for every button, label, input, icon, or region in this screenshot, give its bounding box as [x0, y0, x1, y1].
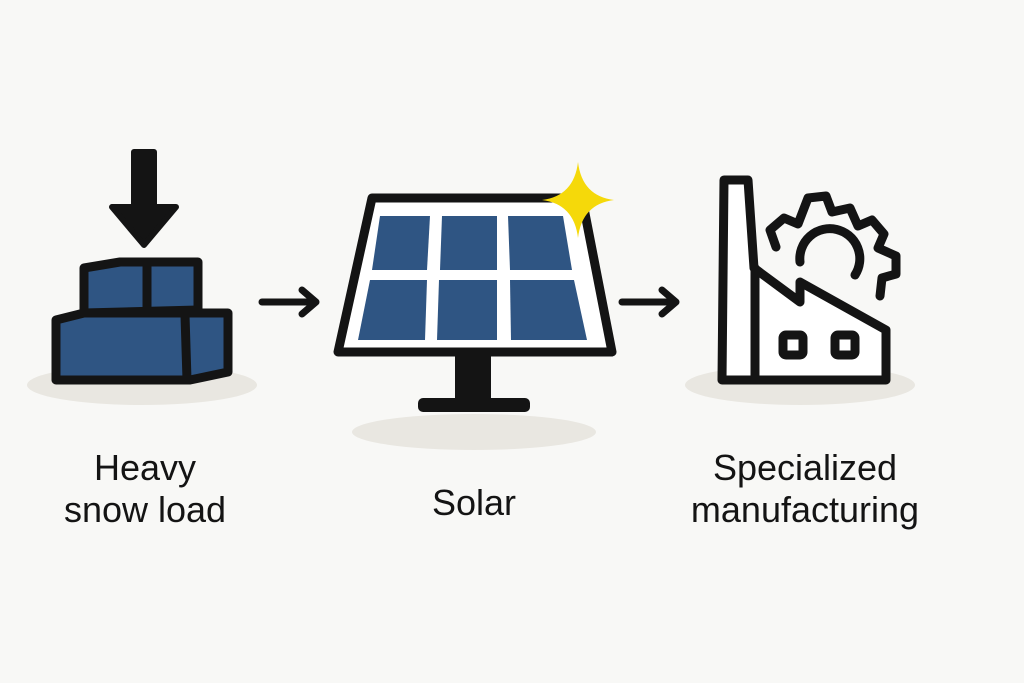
- label-line: Solar: [431, 482, 517, 523]
- down-arrow-icon: [109, 149, 179, 248]
- sparkle-icon: [542, 162, 614, 238]
- gear-hub: [795, 224, 865, 280]
- top-block: [79, 257, 203, 318]
- shadow: [352, 414, 596, 450]
- factory-window: [778, 330, 808, 360]
- bottom-block: [51, 308, 233, 385]
- factory-gear-icon: [685, 175, 915, 405]
- gear-icon: [765, 191, 901, 301]
- step-label-solar: Solar: [374, 482, 574, 524]
- label-line: manufacturing: [690, 489, 920, 530]
- snow-load-icon: [27, 149, 257, 405]
- panel-base: [418, 398, 530, 412]
- label-line: Specialized: [712, 447, 898, 488]
- solar-panel-icon: [333, 162, 617, 450]
- label-line: snow load: [63, 489, 227, 530]
- arrow-right-icon: [618, 286, 680, 318]
- panel-cells: [358, 216, 587, 340]
- factory-window: [830, 330, 860, 360]
- label-line: Heavy: [93, 447, 197, 488]
- step-label-snow-load: Heavy snow load: [40, 447, 250, 531]
- step-label-manufacturing: Specialized manufacturing: [650, 447, 960, 531]
- panel-stand: [455, 354, 491, 402]
- factory-building: [717, 175, 891, 385]
- arrow-right-icon: [258, 286, 320, 318]
